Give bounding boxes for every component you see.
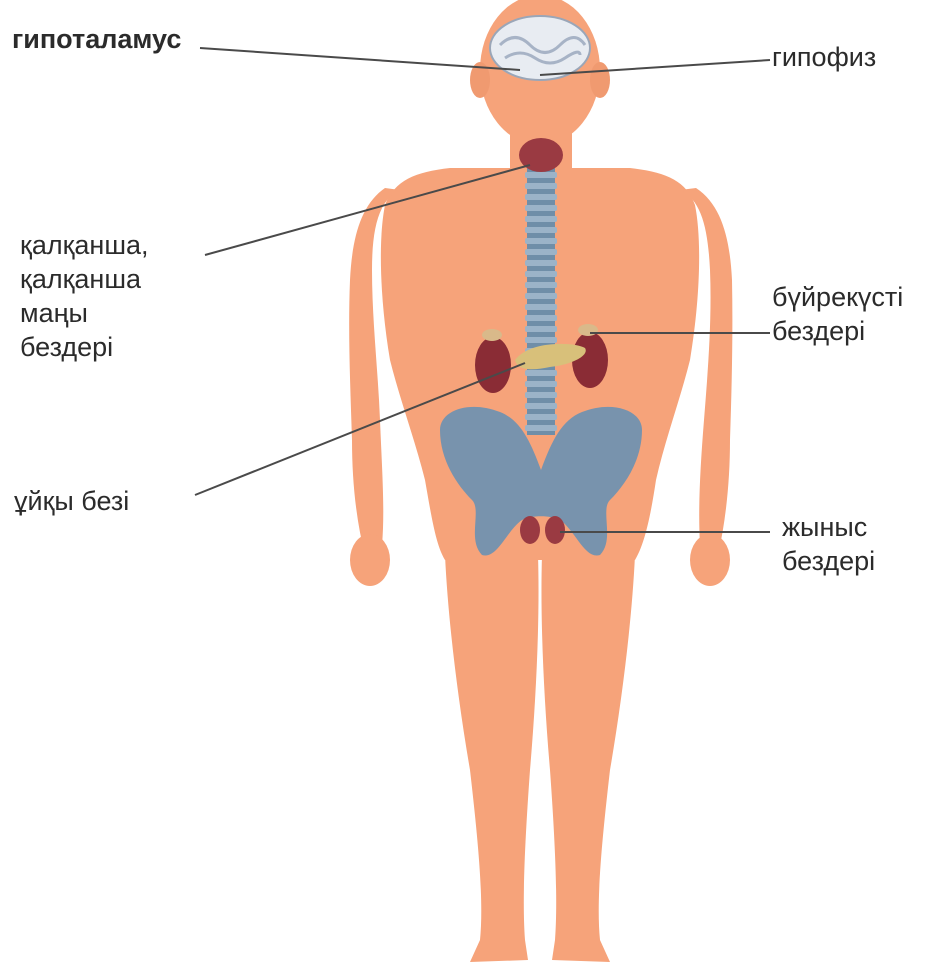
- left-adrenal: [482, 329, 502, 341]
- label-gonads: жыныс бездері: [782, 510, 875, 578]
- spine: [525, 165, 557, 435]
- vertebra: [525, 172, 557, 178]
- vertebra: [525, 194, 557, 200]
- left-leg: [445, 555, 539, 962]
- label-thyroid: қалқанша, қалқанша маңы бездері: [20, 228, 149, 364]
- right-hand: [690, 534, 730, 586]
- vertebra: [525, 326, 557, 332]
- left-gonad: [520, 516, 540, 544]
- right-leg: [541, 555, 635, 962]
- vertebra: [525, 392, 557, 398]
- label-adrenal: бүйрекүсті бездері: [772, 280, 903, 348]
- label-thyroid-line-2: қалқанша: [20, 262, 149, 296]
- vertebra: [525, 238, 557, 244]
- right-adrenal: [578, 324, 598, 336]
- vertebra: [525, 337, 557, 343]
- vertebra: [525, 370, 557, 376]
- vertebra: [525, 315, 557, 321]
- vertebra: [525, 293, 557, 299]
- vertebra: [525, 282, 557, 288]
- vertebra: [525, 403, 557, 409]
- label-pancreas: ұйқы безі: [14, 484, 129, 518]
- label-thyroid-line-3: маңы: [20, 296, 149, 330]
- label-gonads-line-2: бездері: [782, 544, 875, 578]
- vertebra: [525, 260, 557, 266]
- vertebra: [525, 414, 557, 420]
- label-gonads-line-1: жыныс: [782, 510, 875, 544]
- brain: [490, 16, 590, 80]
- vertebra: [525, 249, 557, 255]
- right-kidney: [572, 332, 608, 388]
- vertebra: [525, 381, 557, 387]
- label-adrenal-line-1: бүйрекүсті: [772, 280, 903, 314]
- vertebra: [525, 304, 557, 310]
- vertebra: [525, 183, 557, 189]
- label-pituitary: гипофиз: [772, 40, 876, 74]
- right-gonad: [545, 516, 565, 544]
- leader-hypothalamus: [200, 48, 520, 70]
- label-thyroid-line-1: қалқанша,: [20, 228, 149, 262]
- right-ear: [590, 62, 610, 98]
- label-adrenal-line-2: бездері: [772, 314, 903, 348]
- left-hand: [350, 534, 390, 586]
- vertebra: [525, 205, 557, 211]
- vertebra: [525, 425, 557, 431]
- vertebra: [525, 271, 557, 277]
- left-kidney: [475, 337, 511, 393]
- label-thyroid-line-4: бездері: [20, 330, 149, 364]
- vertebra: [525, 216, 557, 222]
- vertebra: [525, 227, 557, 233]
- label-hypothalamus: гипоталамус: [12, 22, 181, 56]
